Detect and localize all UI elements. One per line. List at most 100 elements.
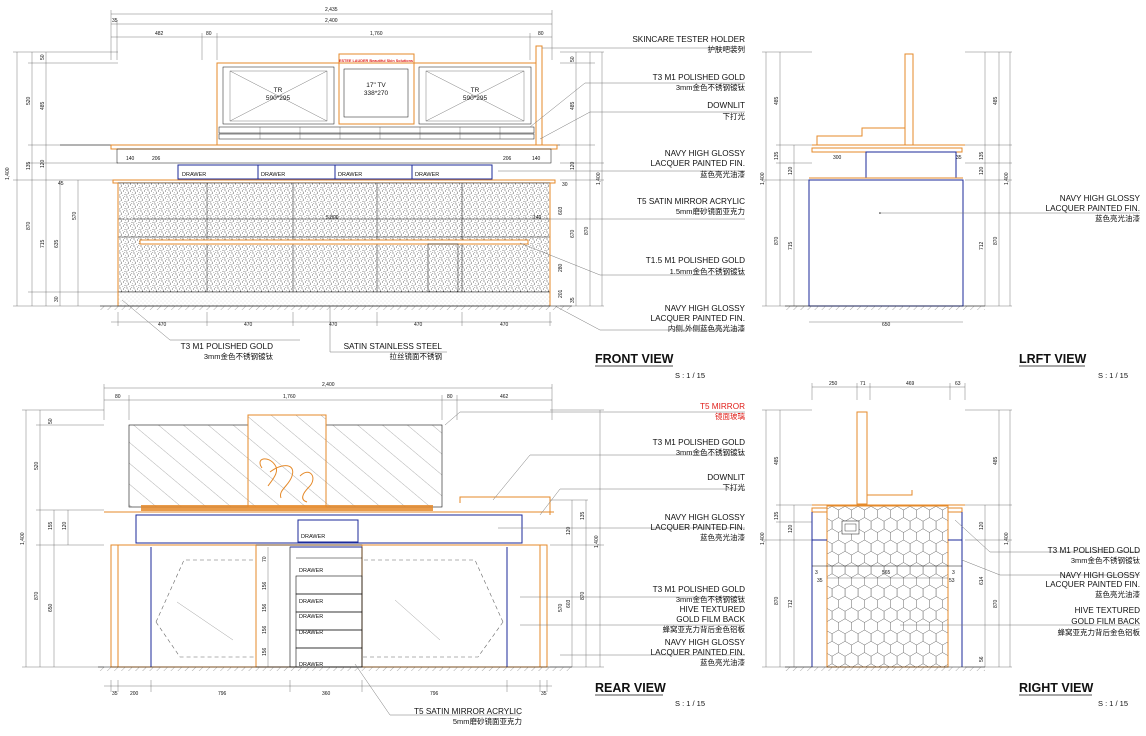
rear-dim-b0: 35	[112, 691, 118, 697]
right-label-hive-2: GOLD FILM BACK	[1071, 617, 1140, 626]
front-label-navy-2: LACQUER PAINTED FIN.	[651, 159, 745, 168]
left-dim-r4: 870	[993, 236, 999, 245]
right-dim-r0: 1,400	[1004, 532, 1010, 545]
rear-dim-l1: 50	[48, 418, 54, 424]
front-dim-b: 80	[206, 31, 212, 37]
rear-label-acrylic-cn: 5mm磨砂镜面亚克力	[453, 716, 522, 726]
front-shelf-1	[218, 126, 535, 134]
left-dim-r0: 1,400	[1004, 172, 1010, 185]
rear-view: 2,400 80 1,760 80 462 1,400 50 520 155 1…	[20, 382, 746, 726]
front-counter-lip	[116, 148, 552, 164]
left-dim-t0: 300	[833, 155, 842, 161]
left-side-panel	[808, 179, 964, 307]
rear-drawer-dim-0: 70	[262, 556, 268, 562]
left-dim-r3: 120	[979, 166, 985, 175]
front-dim-d: 80	[538, 31, 544, 37]
left-label-navy-2: LACQUER PAINTED FIN.	[1046, 204, 1140, 213]
right-label-gold-cn: 3mm金色不锈钢镀钛	[1071, 555, 1141, 565]
front-plinth	[117, 291, 551, 307]
right-dim-r1: 485	[993, 456, 999, 465]
front-label-downlit-cn: 下打光	[723, 111, 746, 121]
front-right-dim-4: 30	[562, 182, 568, 188]
front-label-gold-15: T1.5 M1 POLISHED GOLD	[646, 256, 745, 265]
left-view-scale: S : 1 / 15	[1098, 371, 1128, 380]
front-inner-dim-7: 140	[533, 215, 542, 221]
front-tv-left-line1: TR	[274, 87, 283, 94]
front-drawer-label-3: DRAWER	[338, 172, 362, 178]
rear-logo-mark	[259, 458, 314, 503]
rear-label-mirror: T5 MIRROR	[700, 402, 745, 411]
right-label-navy-2: LACQUER PAINTED FIN.	[1046, 580, 1140, 589]
right-dim-l1: 485	[774, 456, 780, 465]
rear-label-acrylic: T5 SATIN MIRROR ACRYLIC	[414, 707, 522, 716]
rear-drawer-label-1: DRAWER	[299, 568, 323, 574]
front-inner-dim-6: 5,800	[326, 215, 339, 221]
front-tv-center-line1: 17" TV	[366, 82, 386, 89]
front-label-tester-holder-cn: 护肤吧装列	[708, 44, 746, 54]
front-bottom-dim-3: 470	[414, 322, 423, 328]
front-right-dim-3: 120	[570, 161, 576, 170]
left-view-title: LRFT VIEW	[1019, 352, 1087, 366]
rear-dim-b3: 360	[322, 691, 331, 697]
front-left-dim-2: 520	[26, 96, 32, 105]
front-counter-top	[110, 144, 558, 150]
front-left-dim-10: 570	[72, 211, 78, 220]
rear-label-gold-2-cn: 3mm金色不锈钢镀钛	[676, 594, 746, 604]
rear-body	[110, 544, 548, 668]
front-left-dim-1: 50	[40, 54, 46, 60]
rear-label-navy-b-2: LACQUER PAINTED FIN.	[651, 648, 745, 657]
front-label-gold: T3 M1 POLISHED GOLD	[653, 73, 745, 82]
left-label-navy: NAVY HIGH GLOSSY	[1060, 194, 1141, 203]
front-label-acrylic: T5 SATIN MIRROR ACRYLIC	[637, 197, 745, 206]
right-junction-box	[841, 520, 860, 535]
front-right-dim-6: 670	[570, 229, 576, 238]
rear-label-navy-b-cn: 蓝色亮光油漆	[700, 657, 745, 667]
right-dim-r4: 614	[979, 576, 985, 585]
front-tv-right-line2: 590*295	[463, 95, 488, 102]
left-dim-l2: 135	[774, 151, 780, 160]
front-label-tester-holder: SKINCARE TESTER HOLDER	[632, 35, 745, 44]
front-label-gold-cn: 3mm金色不锈钢镀钛	[676, 82, 746, 92]
rear-label-downlit-cn: 下打光	[723, 482, 746, 492]
front-tv-center-line2: 338*270	[364, 90, 389, 97]
rear-dim-l2: 520	[34, 461, 40, 470]
left-dim-l4: 870	[774, 236, 780, 245]
rear-dim-r2: 135	[580, 511, 586, 520]
front-inner-dim-1: 206	[152, 156, 161, 162]
front-view-title: FRONT VIEW	[595, 352, 674, 366]
front-display-frame	[216, 62, 537, 146]
front-dim-a: 482	[155, 31, 164, 37]
right-dim-m2: 3	[952, 570, 955, 576]
left-dim-r2: 135	[979, 151, 985, 160]
rear-drawer-label-5: DRAWER	[299, 662, 323, 668]
front-label-bottom-gold: T3 M1 POLISHED GOLD	[181, 342, 273, 351]
front-holder-post	[535, 45, 543, 146]
right-label-hive: HIVE TEXTURED	[1075, 606, 1140, 615]
rear-label-navy-b: NAVY HIGH GLOSSY	[665, 638, 746, 647]
rear-label-navy-cn: 蓝色亮光油漆	[700, 532, 745, 542]
rear-drawer-label-3: DRAWER	[299, 630, 323, 636]
right-view: 250 71 469 63 1,400 485 135 120 870 712 …	[760, 381, 1141, 708]
rear-drawer-dim-1: 156	[262, 581, 268, 590]
rear-dim-l4: 120	[62, 521, 68, 530]
front-label-downlit: DOWNLIT	[707, 101, 745, 110]
front-gold-strip	[139, 239, 529, 245]
right-dim-r5: 56	[979, 656, 985, 662]
rear-dim-b5: 35	[541, 691, 547, 697]
rear-dim-r5: 570	[558, 603, 564, 612]
right-dim-m0: 3	[815, 570, 818, 576]
right-dim-t1: 71	[860, 381, 866, 387]
front-left-dim-5: 120	[40, 159, 46, 168]
front-center-sign-frame	[338, 53, 415, 125]
left-dim-l5: 715	[788, 241, 794, 250]
front-dim-overall: 2,435	[325, 7, 338, 13]
front-label-bottom-gold-cn: 3mm金色不锈钢镀钛	[204, 351, 274, 361]
rear-dim-l6: 650	[48, 603, 54, 612]
front-drawer-label-2: DRAWER	[261, 172, 285, 178]
front-tv-left-line2: 590*295	[266, 95, 291, 102]
left-dim-b0: 650	[882, 322, 891, 328]
rear-dim-t1: 80	[115, 394, 121, 400]
front-top-dimensions	[110, 10, 553, 60]
